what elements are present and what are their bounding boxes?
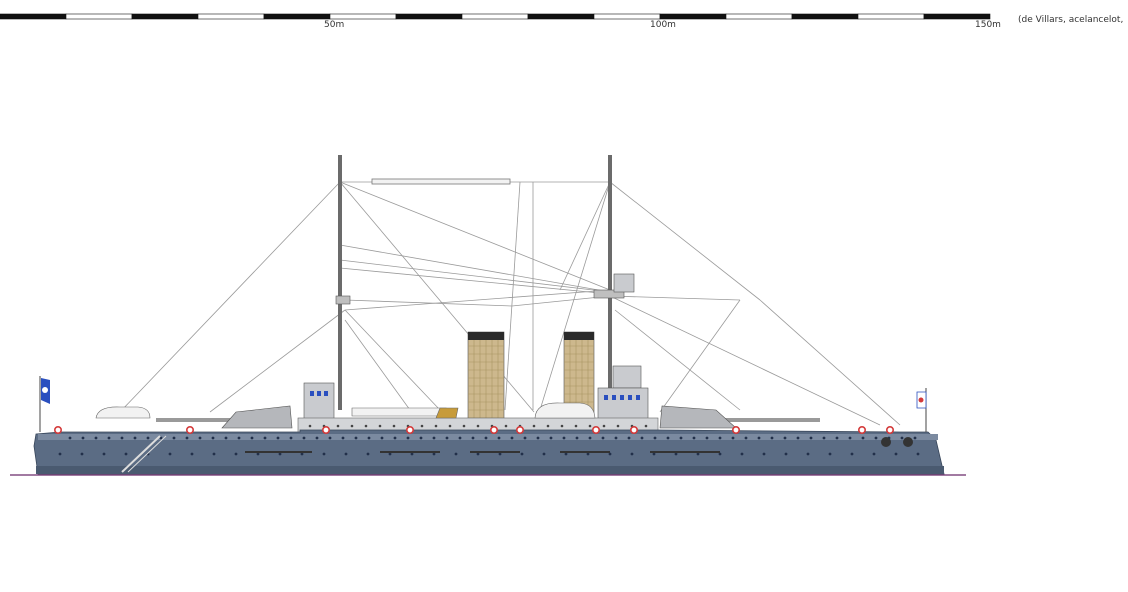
main-mast (608, 155, 612, 410)
scale-tick-50m: 50m (324, 20, 345, 30)
artist-credit: (de Villars, acelancelot, (1018, 15, 1124, 25)
lifebuoy-icons (53, 425, 894, 434)
armor-belt (36, 466, 944, 474)
upper-strake (38, 434, 938, 440)
main-top-platform (613, 273, 635, 293)
fore-mast (338, 155, 342, 410)
scale-bar: 50m 100m 150m (0, 0, 1128, 40)
stern-flag-icon (39, 376, 50, 432)
anchors (881, 437, 913, 447)
scale-tick-150m: 150m (975, 20, 1001, 30)
rigging (119, 181, 901, 426)
aft-bridge (597, 365, 649, 424)
accommodation-ladder-rail (127, 435, 167, 473)
hull-portholes (58, 436, 920, 456)
boats (95, 402, 596, 419)
fore-bridge (303, 382, 335, 424)
main-top (593, 289, 625, 299)
scale-tick-100m: 100m (650, 20, 676, 30)
bow-flag-icon (916, 388, 927, 432)
aft-turret (659, 405, 820, 429)
scale-segment (923, 13, 991, 20)
fore-turret (156, 405, 293, 429)
fore-funnel (467, 331, 505, 423)
superstructure-portholes (308, 424, 648, 428)
wireless-spreader (371, 178, 511, 185)
scale-bar-graphic (0, 13, 991, 20)
accommodation-ladder (121, 435, 161, 473)
fore-top (335, 295, 351, 305)
